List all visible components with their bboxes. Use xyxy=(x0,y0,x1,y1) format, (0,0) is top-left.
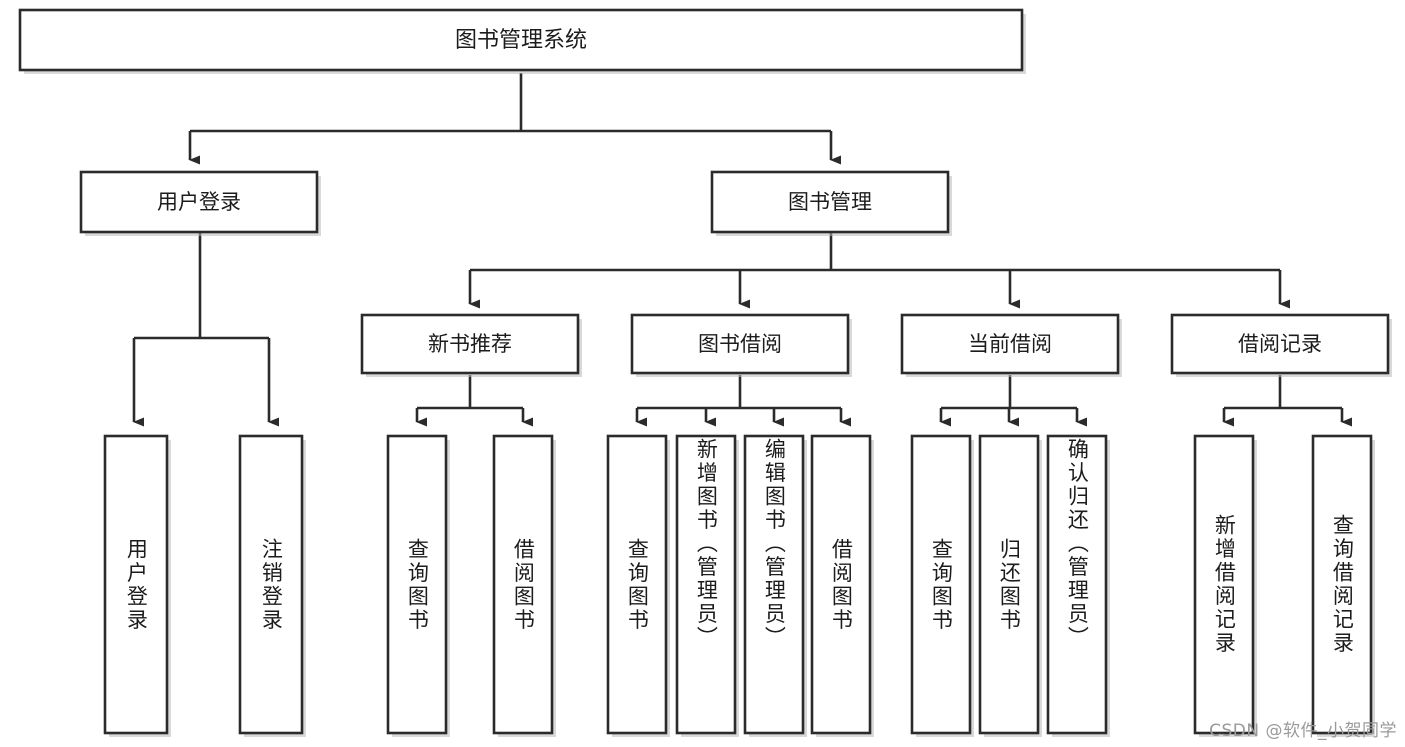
node-new-book-recommend-label: 新书推荐 xyxy=(428,332,512,356)
node-current-borrow[interactable]: 当前借阅 xyxy=(900,313,1122,377)
node-book-manage[interactable]: 图书管理 xyxy=(710,170,952,236)
node-leaf-query-book-1[interactable] xyxy=(386,434,450,737)
node-book-manage-label: 图书管理 xyxy=(788,190,872,214)
node-leaf-user-logout[interactable] xyxy=(238,434,306,737)
node-leaf-add-record[interactable] xyxy=(1193,434,1257,737)
node-book-borrow-label: 图书借阅 xyxy=(698,332,782,356)
node-user-login-label: 用户登录 xyxy=(157,190,241,214)
node-leaf-edit-book[interactable] xyxy=(743,434,807,737)
node-leaf-borrow-book-2[interactable] xyxy=(810,434,874,737)
node-leaf-confirm-return[interactable] xyxy=(1046,434,1110,737)
node-root-label: 图书管理系统 xyxy=(455,28,587,53)
leaf-box-layer xyxy=(103,434,1375,737)
node-leaf-query-book-2[interactable] xyxy=(606,434,670,737)
node-book-borrow[interactable]: 图书借阅 xyxy=(630,313,852,377)
node-current-borrow-label: 当前借阅 xyxy=(968,332,1052,356)
node-leaf-borrow-book-1[interactable] xyxy=(492,434,556,737)
node-new-book-recommend[interactable]: 新书推荐 xyxy=(360,313,582,377)
node-leaf-user-login[interactable] xyxy=(103,434,171,737)
connector-layer xyxy=(132,73,1352,427)
node-user-login[interactable]: 用户登录 xyxy=(79,170,321,236)
csdn-watermark: CSDN @软件_小贺同学 xyxy=(1209,721,1397,741)
node-borrow-record[interactable]: 借阅记录 xyxy=(1170,313,1392,377)
node-root[interactable]: 图书管理系统 xyxy=(18,8,1026,74)
node-leaf-query-record[interactable] xyxy=(1311,434,1375,737)
node-borrow-record-label: 借阅记录 xyxy=(1238,332,1322,356)
node-leaf-query-book-3[interactable] xyxy=(910,434,974,737)
node-leaf-add-book[interactable] xyxy=(675,434,739,737)
node-leaf-return-book[interactable] xyxy=(978,434,1042,737)
